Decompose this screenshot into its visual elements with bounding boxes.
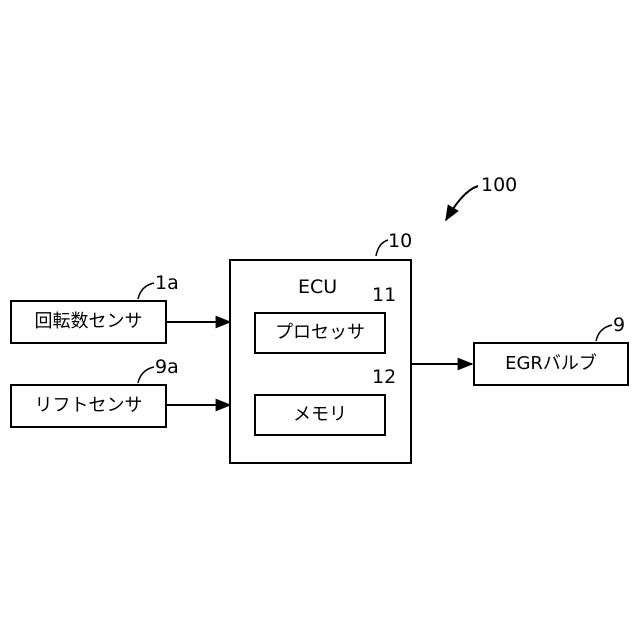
system-reference-arrow [446, 186, 478, 220]
egr-valve-block: EGRバルブ [473, 342, 629, 386]
memory-label: メモリ [293, 406, 347, 424]
leader-line-egr-valve [596, 325, 612, 341]
ecu-title: ECU [298, 278, 337, 297]
leader-line-ecu [376, 240, 388, 256]
lift-sensor-block: リフトセンサ [10, 384, 167, 428]
egr-valve-label: EGRバルブ [505, 355, 597, 373]
ecu-reference-numeral: 10 [388, 232, 412, 251]
leader-line-lift-sensor [138, 367, 154, 383]
lift-sensor-label: リフトセンサ [35, 397, 143, 415]
rpm-sensor-reference-numeral: 1a [155, 274, 179, 293]
system-reference-numeral: 100 [481, 176, 517, 195]
processor-label: プロセッサ [275, 324, 365, 342]
leader-line-rpm-sensor [138, 283, 154, 299]
egr-valve-reference-numeral: 9 [613, 316, 625, 335]
memory-block: メモリ [254, 394, 386, 436]
memory-reference-numeral: 12 [372, 368, 396, 387]
processor-block: プロセッサ [254, 312, 386, 354]
processor-reference-numeral: 11 [372, 286, 396, 305]
rpm-sensor-block: 回転数センサ [10, 300, 167, 344]
lift-sensor-reference-numeral: 9a [155, 358, 179, 377]
rpm-sensor-label: 回転数センサ [35, 313, 143, 331]
